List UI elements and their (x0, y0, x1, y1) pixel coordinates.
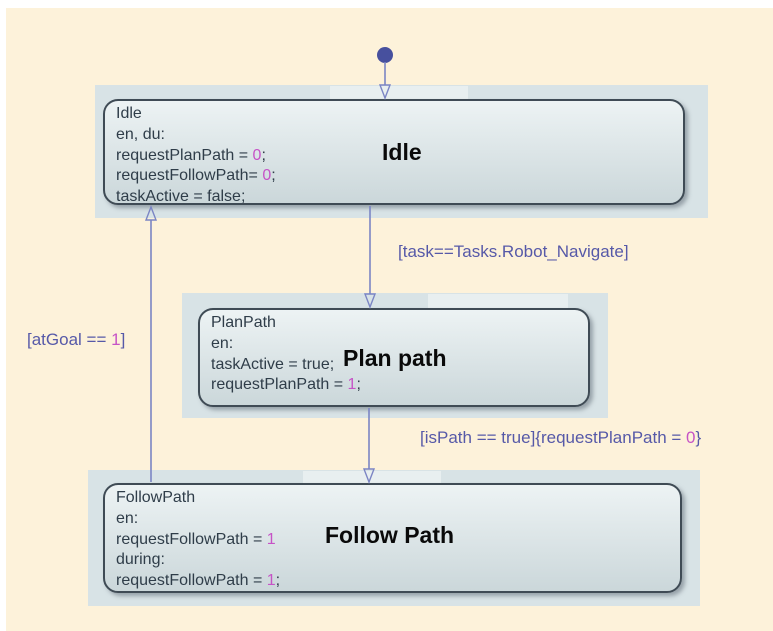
transition-label-idle-to-planpath[interactable]: [task==Tasks.Robot_Navigate] (398, 242, 629, 261)
state-label-line: taskActive = false; (116, 188, 246, 206)
default-transition-arrowhead-icon[interactable] (378, 84, 392, 100)
state-label-line: PlanPath (211, 314, 276, 331)
state-label-line: requestFollowPath = 1 (116, 530, 276, 548)
annotation-planpath[interactable]: Plan path (343, 345, 447, 371)
state-label-line: en: (211, 334, 234, 352)
state-idle[interactable]: Idle en, du: requestPlanPath = 0; requestFo… (103, 99, 685, 205)
entry-highlight-idle (330, 86, 468, 99)
transition-idle-to-planpath-arrowhead-icon[interactable] (363, 293, 377, 309)
state-label-line: during: (116, 551, 165, 569)
entry-highlight-planpath (428, 294, 568, 308)
state-label-line: Idle (116, 105, 142, 122)
state-followpath-label-text: FollowPath en: requestFollowPath = 1 during… (116, 488, 674, 592)
state-idle-label-text: Idle en, du: requestPlanPath = 0; requestFo… (116, 104, 677, 208)
state-label-line: FollowPath (116, 489, 196, 506)
state-followpath[interactable]: FollowPath en: requestFollowPath = 1 during… (103, 483, 682, 593)
transition-label-planpath-to-followpath[interactable]: [isPath == true]{requestPlanPath = 0} (420, 428, 702, 447)
state-label-line: requestFollowPath = 1; (116, 572, 281, 590)
transition-followpath-to-idle-arrowhead-icon[interactable] (144, 205, 158, 221)
state-label-line: requestPlanPath = 1; (211, 376, 361, 394)
state-planpath[interactable]: PlanPath en: taskActive = true; requestPlan… (198, 308, 590, 407)
transition-label-followpath-to-idle[interactable]: [atGoal == 1] (27, 330, 126, 349)
state-label-line: en: (116, 509, 139, 527)
entry-highlight-followpath (303, 471, 441, 483)
transition-planpath-to-followpath-arrowhead-icon[interactable] (362, 468, 376, 484)
state-label-line: taskActive = true; (211, 355, 335, 373)
annotation-followpath[interactable]: Follow Path (325, 522, 455, 548)
default-transition-origin-dot[interactable] (377, 47, 393, 63)
state-planpath-label-text: PlanPath en: taskActive = true; requestPlan… (211, 313, 582, 396)
annotation-idle[interactable]: Idle (382, 139, 422, 165)
state-label-line: en, du: (116, 125, 165, 143)
state-label-line: requestPlanPath = 0; (116, 146, 266, 164)
state-label-line: requestFollowPath= 0; (116, 167, 276, 185)
